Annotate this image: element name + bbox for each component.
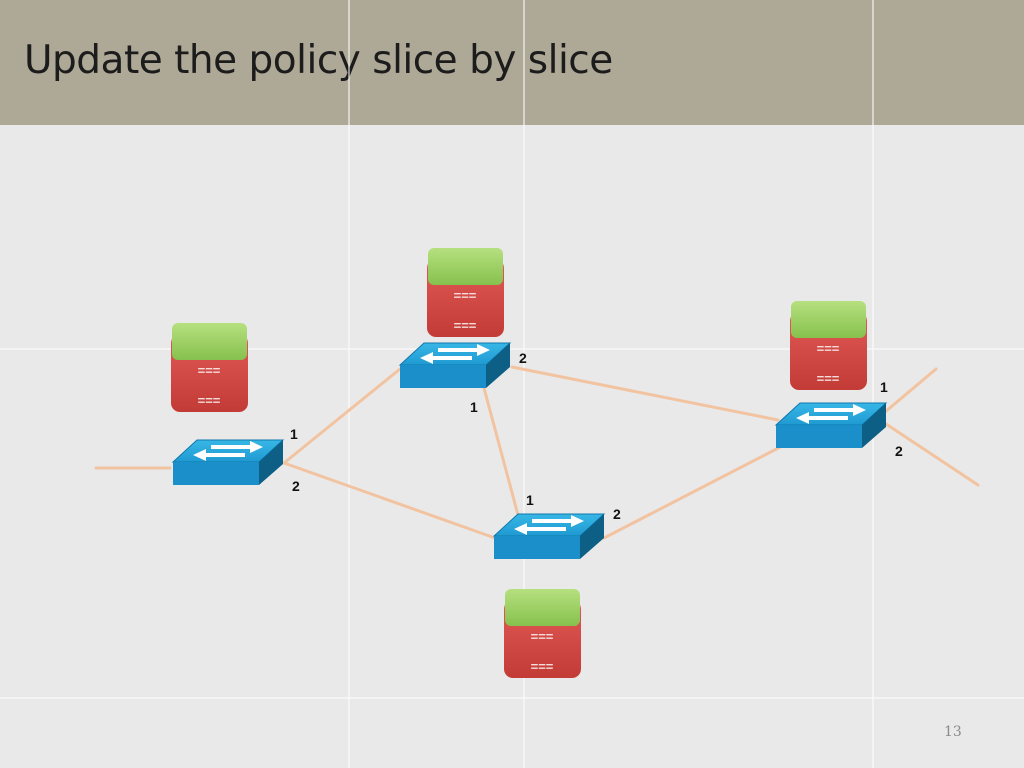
switch-s3-icon xyxy=(492,513,606,559)
page-number: 13 xyxy=(944,724,962,740)
port-label-s2-1: 1 xyxy=(470,399,478,415)
port-labels: 1 2 2 1 1 2 1 2 xyxy=(290,350,903,522)
port-label-s3-1: 1 xyxy=(526,492,534,508)
link-s4-host-bottom xyxy=(878,418,980,487)
flow-rule: === xyxy=(454,318,477,333)
flow-rule: === xyxy=(531,659,554,674)
flow-table-s1: === === xyxy=(171,323,248,412)
port-label-s3-2: 2 xyxy=(613,506,621,522)
flow-rule: === xyxy=(817,341,840,356)
flow-rule: === xyxy=(817,371,840,386)
port-label-s4-2: 2 xyxy=(895,443,903,459)
slide-header xyxy=(0,0,1024,125)
flow-table-s4: === === xyxy=(790,301,867,390)
port-label-s4-1: 1 xyxy=(880,379,888,395)
link-s1-s2 xyxy=(282,367,402,465)
slide-title: Update the policy slice by slice xyxy=(24,38,613,83)
port-label-s1-1: 1 xyxy=(290,426,298,442)
switch-s4-icon xyxy=(774,402,888,448)
switch-s2-icon xyxy=(398,342,512,388)
flow-rule: === xyxy=(531,629,554,644)
network-links xyxy=(94,365,980,540)
link-s1-s3 xyxy=(282,461,497,540)
link-s3-s4 xyxy=(602,440,792,540)
flow-rule: === xyxy=(198,393,221,408)
port-label-s2-2: 2 xyxy=(519,350,527,366)
flow-rule: === xyxy=(198,363,221,378)
flow-table-s2: === === xyxy=(427,248,504,337)
link-s2-s3 xyxy=(482,386,520,517)
link-s2-s4 xyxy=(510,365,780,422)
switch-s1-icon xyxy=(171,439,285,485)
link-s4-host-top xyxy=(883,367,938,414)
flow-rule: === xyxy=(454,288,477,303)
port-label-s1-2: 2 xyxy=(292,478,300,494)
flow-table-s3: === === xyxy=(504,589,581,678)
